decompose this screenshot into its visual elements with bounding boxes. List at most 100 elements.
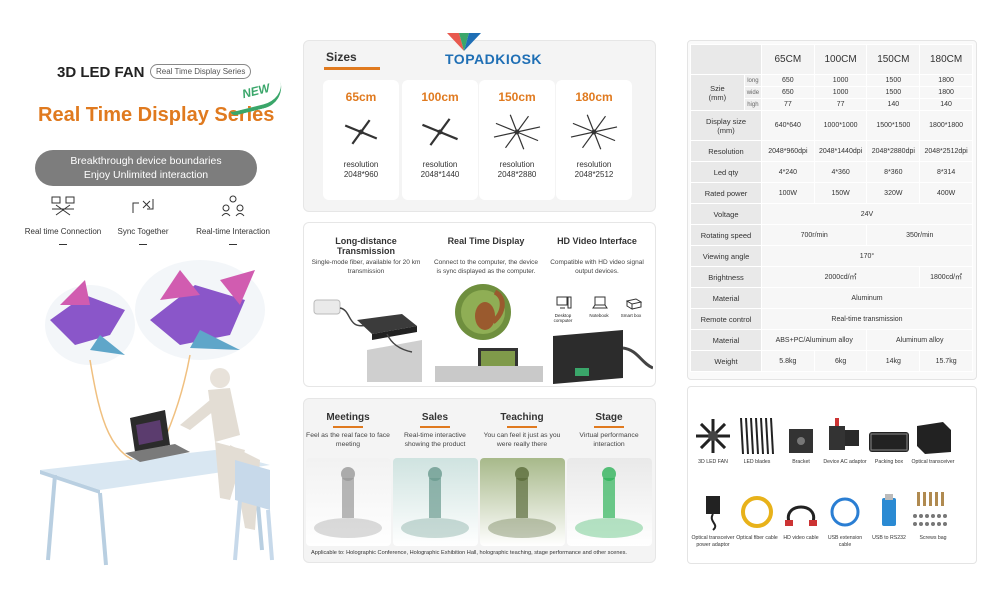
accessory-item: 3D LED FAN bbox=[690, 414, 736, 466]
spec-label-resolution: Resolution bbox=[690, 140, 762, 162]
spec-cell: 1000 bbox=[813, 86, 868, 99]
scene-desc: Virtual performance interaction bbox=[579, 432, 639, 448]
accessory-item: Packing box bbox=[866, 414, 912, 466]
resolution-label: resolution bbox=[422, 160, 458, 169]
accessory-item: HD video cable bbox=[778, 490, 824, 542]
spec-cell: 4*360 bbox=[813, 161, 868, 183]
spec-label-display-size: Display size (mm) bbox=[690, 110, 762, 141]
spec-cell: 15.7kg bbox=[919, 350, 973, 372]
spec-label-rated-power: Rated power bbox=[690, 182, 762, 204]
realtime-display-illustration bbox=[433, 282, 545, 382]
spec-label-led-qty: Led qty bbox=[690, 161, 762, 183]
accessory-label: USB to RS232 bbox=[872, 535, 906, 541]
spec-cell: Aluminum alloy bbox=[866, 329, 973, 351]
accessory-item: USB extension cable bbox=[822, 490, 868, 548]
series-badge: Real Time Display Series bbox=[150, 64, 252, 79]
spec-label-rotating-speed: Rotating speed bbox=[690, 224, 762, 246]
spec-label-voltage: Voltage bbox=[690, 203, 762, 225]
accessory-label: LED blades bbox=[743, 459, 771, 465]
breakthrough-banner: Breakthrough device boundaries Enjoy Unl… bbox=[35, 150, 257, 186]
spec-sub-high: high bbox=[743, 98, 762, 111]
spec-label-material: Material bbox=[690, 287, 762, 309]
resolution-value: 2048*2512 bbox=[574, 170, 614, 179]
feature-desc-display: Connect to the computer, the device is s… bbox=[433, 259, 539, 275]
spec-header-65: 65CM bbox=[760, 44, 815, 75]
sizes-heading: Sizes bbox=[326, 50, 357, 64]
spec-cell: 150W bbox=[813, 182, 868, 204]
scene-image bbox=[306, 458, 391, 546]
feature-real-time-interaction: Real-time Interaction bbox=[188, 195, 278, 245]
size-value: 180cm bbox=[575, 90, 613, 104]
accessory-label: Device AC adaptor bbox=[823, 459, 867, 465]
series-title: Real Time Display Series bbox=[38, 104, 275, 126]
led-fan-icon bbox=[570, 114, 618, 150]
spec-cell: 6kg bbox=[813, 350, 868, 372]
spec-cell: 650 bbox=[760, 74, 815, 87]
resolution-label: resolution bbox=[343, 160, 379, 169]
resolution-label: resolution bbox=[576, 160, 612, 169]
resolution-value: 2048*960 bbox=[343, 170, 379, 179]
interaction-icon bbox=[220, 195, 246, 217]
led-fan-icon bbox=[344, 119, 378, 145]
led-blades-icon bbox=[734, 414, 780, 456]
spec-cell: 140 bbox=[919, 98, 973, 111]
accessory-label: Optical transceiver bbox=[911, 459, 955, 465]
scene-desc: Real-time interactive showing the produc… bbox=[404, 432, 466, 448]
scene-desc: Feel as the real face to face meeting bbox=[306, 432, 390, 448]
sizes-underline bbox=[324, 67, 380, 70]
applicable-note: Applicable to: Holographic Conference, H… bbox=[311, 550, 627, 556]
accessory-label: Optical transceiver power adaptor bbox=[691, 535, 735, 548]
spec-cell: 1800 bbox=[919, 86, 973, 99]
spec-cell: 2048*2880dpi bbox=[866, 140, 921, 162]
spec-cell: 170° bbox=[760, 245, 974, 267]
dragon-hologram-right bbox=[135, 260, 265, 360]
breakthrough-line-2: Enjoy Unlimited interaction bbox=[83, 169, 209, 181]
feature-title-transmission: Long-distance Transmission bbox=[335, 236, 397, 256]
led-fan-icon bbox=[422, 118, 458, 146]
spec-table: 65CM 100CM 150CM 180CM Szie (mm) long 65… bbox=[690, 44, 974, 372]
fiber-cable-icon bbox=[734, 490, 780, 532]
spec-cell: 1800cd/㎡ bbox=[919, 266, 973, 288]
device-icons bbox=[548, 292, 653, 312]
spec-cell: 4*240 bbox=[760, 161, 815, 183]
hd-cable-icon bbox=[778, 490, 824, 532]
feature-real-time-connection: Real time Connection bbox=[18, 195, 108, 245]
spec-label-weight: Weight bbox=[690, 350, 762, 372]
accessory-label: Optical fiber cable bbox=[736, 535, 778, 541]
feature-label: Sync Together bbox=[117, 227, 169, 236]
spec-header-blank bbox=[690, 44, 762, 75]
scene-image bbox=[567, 458, 652, 546]
spec-sub-long: long bbox=[743, 74, 762, 87]
spec-cell: 2048*1440dpi bbox=[813, 140, 868, 162]
scene-underline bbox=[507, 426, 537, 428]
scene-title: Meetings bbox=[326, 412, 370, 423]
feature-label: Real-time Interaction bbox=[196, 227, 270, 236]
feature-desc-hd: Compatible with HD video signal output d… bbox=[550, 259, 644, 275]
spec-cell: 640*640 bbox=[760, 110, 815, 141]
scene-image bbox=[393, 458, 478, 546]
accessory-label: USB extension cable bbox=[827, 535, 863, 548]
spec-cell: 350r/min bbox=[866, 224, 973, 246]
transmission-illustration bbox=[312, 290, 422, 382]
feature-desc-transmission: Single-mode fiber, available for 20 km t… bbox=[311, 259, 421, 275]
scene-image bbox=[480, 458, 565, 546]
spec-cell: 14kg bbox=[866, 350, 921, 372]
desktop-computer-icon bbox=[556, 296, 572, 309]
spec-label-remote-control: Remote control bbox=[690, 308, 762, 330]
accessory-label: 3D LED FAN bbox=[698, 459, 728, 465]
accessory-item: USB to RS232 bbox=[866, 490, 912, 542]
spec-cell: 5.8kg bbox=[760, 350, 815, 372]
brand-name: TOPADKIOSK bbox=[445, 51, 543, 67]
dragon-hologram-left bbox=[45, 280, 135, 365]
accessory-item: Optical fiber cable bbox=[734, 490, 780, 542]
spec-label-brightness: Brightness bbox=[690, 266, 762, 288]
accessory-label: Screws bag bbox=[919, 535, 947, 541]
spec-cell: Real-time transmission bbox=[760, 308, 974, 330]
